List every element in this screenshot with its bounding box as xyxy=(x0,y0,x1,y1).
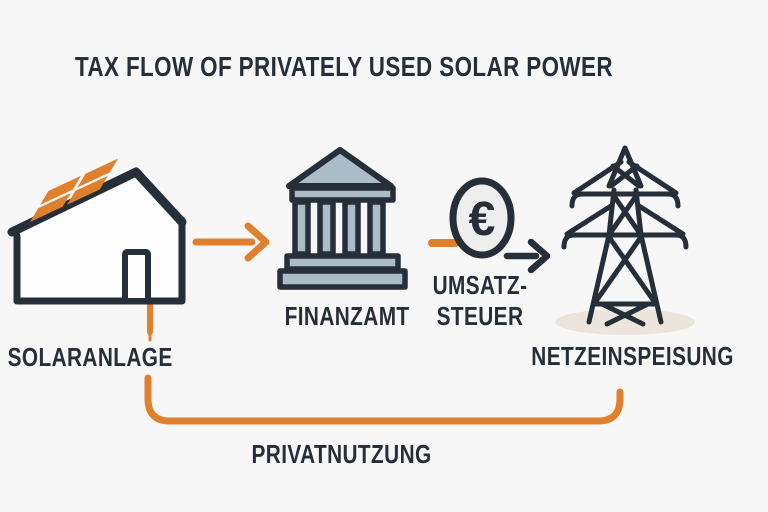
house-with-solar-panels-icon xyxy=(7,158,187,305)
solar-panels xyxy=(30,158,119,222)
bank-pediment xyxy=(286,147,394,189)
euro-symbol: € xyxy=(469,193,496,246)
label-finanzamt: FINANZAMT xyxy=(285,301,410,331)
house-walls xyxy=(13,216,186,305)
label-netzeinspeisung: NETZEINSPEISUNG xyxy=(531,341,735,371)
pylon-structure xyxy=(561,145,689,327)
bank-step-top xyxy=(284,253,401,272)
house-roof xyxy=(7,167,187,237)
bank-building-icon xyxy=(277,147,408,290)
label-umsatzsteuer: UMSATZ- STEUER xyxy=(432,270,528,331)
house-door xyxy=(122,249,151,304)
coin-ring xyxy=(449,177,515,259)
power-pylon-icon xyxy=(555,145,695,335)
label-solaranlage: SOLARANLAGE xyxy=(7,342,173,372)
bank-entablature xyxy=(289,185,396,203)
label-privatnutzung: PRIVATNUTZUNG xyxy=(251,439,433,469)
privatnutzung-bracket xyxy=(144,374,624,425)
arrow-solar-to-finanzamt xyxy=(192,222,270,262)
bank-columns xyxy=(292,199,386,257)
arrow-coin-to-pylon xyxy=(503,238,551,274)
euro-coin-icon: € xyxy=(449,177,515,259)
bank-step-bottom xyxy=(277,268,408,290)
page-title: TAX FLOW OF PRIVATELY USED SOLAR POWER xyxy=(75,51,613,82)
